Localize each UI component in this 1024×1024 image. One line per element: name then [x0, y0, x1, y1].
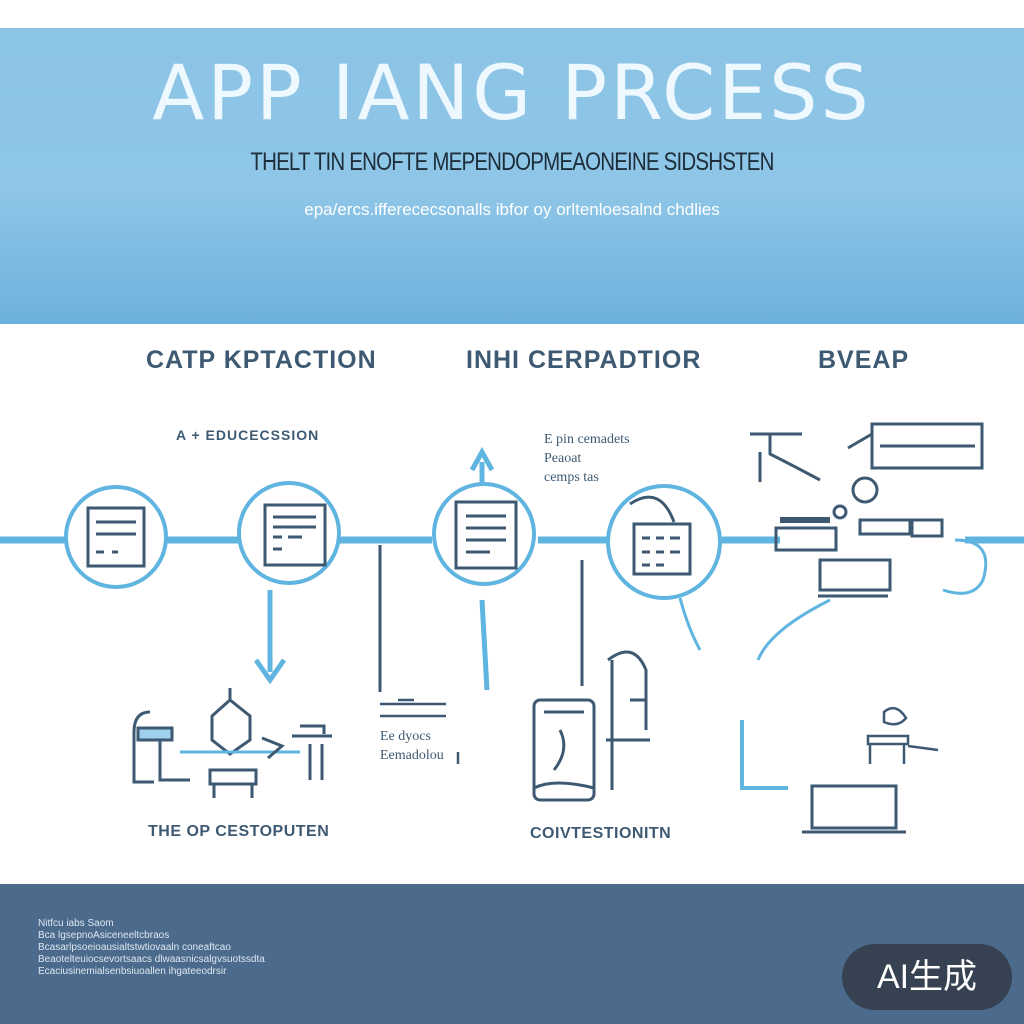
document-icon — [454, 500, 518, 570]
stage-3-heading: BVEAP — [818, 346, 910, 374]
footer-line: Beaotelteuiocsevortsaacs dlwaasnicsalgvs… — [38, 954, 265, 965]
stage-2-side-line: Ee dyocs — [380, 729, 431, 744]
laptop-icon — [802, 784, 906, 834]
process-node-2 — [237, 481, 341, 585]
header-banner — [0, 28, 1024, 324]
stage-2-caption: COIVTESTIONITN — [530, 825, 672, 842]
footer-text: Nitfcu iabs Saom Bca lgsepnoAsiceneeltcb… — [38, 918, 418, 978]
stage-2-heading: INHI CERPADTIOR — [466, 346, 702, 374]
machine-icon — [750, 422, 988, 661]
stage-2-note: E pin cemadets Peaoat cemps tas — [544, 430, 630, 487]
footer-line: Bcasarlpsoeioausialtstwtiovaaln coneaftc… — [38, 942, 231, 953]
process-node-1 — [64, 485, 168, 589]
stage-2-side-note: Ee dyocs Eemadolou — [380, 727, 444, 765]
page-tagline: epa/ercs.ifferececsonalls ibfor oy orlte… — [304, 200, 720, 219]
list-icon — [380, 698, 460, 764]
robot-icon — [532, 650, 650, 802]
stage-2-side-line: Eemadolou — [380, 748, 444, 763]
page-subtitle: THELT TIN ENOFTE MEPENDOPMEAONEINE SIDSH… — [250, 148, 774, 176]
top-strip — [0, 0, 1024, 28]
plant-icon — [866, 706, 939, 764]
document-icon — [86, 506, 146, 568]
workstation-icon — [132, 688, 332, 798]
document-icon — [263, 503, 327, 567]
stage-2-note-line: cemps tas — [544, 470, 599, 485]
ai-generated-badge: AI生成 — [842, 944, 1012, 1010]
process-node-4 — [606, 484, 722, 651]
stage-1-note: A + EDUCECSSION — [176, 427, 320, 443]
stage-1-heading: CATP KPTACTION — [146, 346, 377, 374]
page-title: APP IANG PRCESS — [152, 48, 872, 137]
footer-line: Bca lgsepnoAsiceneeltcbraos — [38, 930, 170, 941]
footer-line: Ecaciusinemialsenbsiuoallen ihgateeodrsi… — [38, 966, 227, 977]
connectors — [253, 446, 788, 790]
calendar-icon — [629, 495, 692, 576]
stage-2-note-line: Peaoat — [544, 451, 582, 466]
footer-line: Nitfcu iabs Saom — [38, 918, 114, 929]
stage-1-caption: THE OP CESTOPUTEN — [148, 823, 330, 840]
stage-2-note-line: E pin cemadets — [544, 432, 630, 447]
process-node-3 — [432, 482, 536, 586]
